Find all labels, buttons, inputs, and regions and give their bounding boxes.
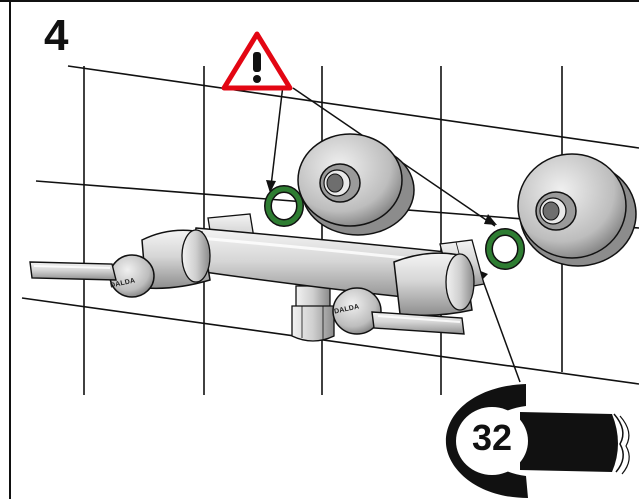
mixer-body [29, 213, 485, 342]
step-number: 4 [44, 11, 69, 60]
wrench-size-label: 32 [471, 417, 513, 458]
right-seal-ring [485, 228, 525, 270]
arrow-head-right-seal [484, 214, 497, 225]
warning-triangle-icon [221, 31, 293, 91]
right-wall-rosette [517, 153, 637, 267]
arrow-head-left-seal [266, 180, 276, 193]
left-wall-rosette [297, 133, 415, 236]
wrench-icon [445, 384, 630, 498]
left-seal-ring [264, 185, 304, 227]
tile-grid [21, 65, 639, 395]
